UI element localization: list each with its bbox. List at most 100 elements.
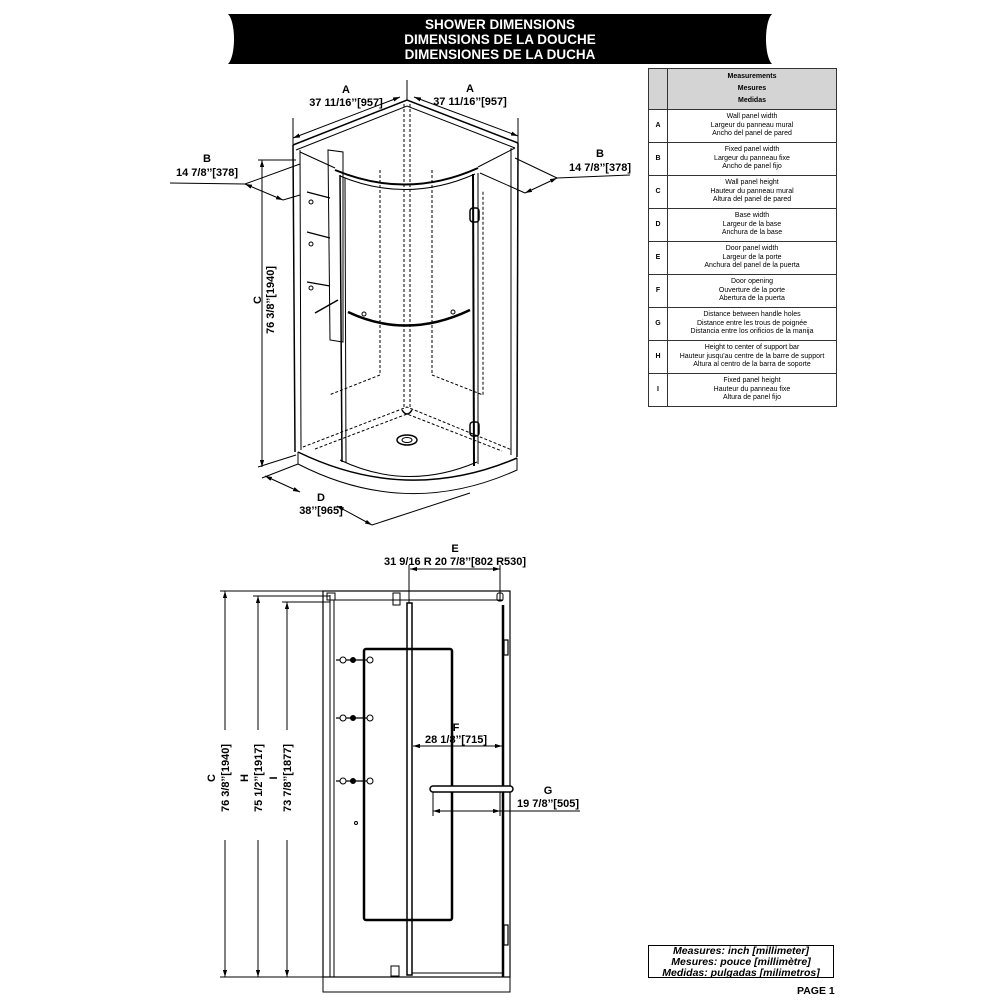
row-line: Door panel width [725, 245, 779, 253]
row-line: Altura al centro de la barra de soporte [693, 361, 811, 369]
dim-a-left-letter: A [342, 84, 350, 96]
header-cell: Measurements Mesures Medidas [667, 68, 837, 110]
row-line: Abertura de la puerta [719, 295, 785, 303]
dim-g-letter: G [544, 785, 553, 797]
row-line: Fixed panel height [723, 377, 781, 385]
row-line: Hauteur du panneau mural [710, 187, 794, 195]
dim-b-right-letter: B [596, 148, 604, 160]
row-line: Anchura del panel de la puerta [704, 262, 800, 270]
header-en: Measurements [727, 73, 777, 80]
row-line: Altura de panel fijo [723, 394, 781, 402]
row-line: Ancho del panel de pared [712, 130, 792, 138]
units-fr: Mesures: pouce [millimètre] [671, 956, 811, 968]
row-line: Anchura de la base [721, 229, 783, 237]
header-es: Medidas [737, 97, 766, 104]
row-letter: F [648, 274, 668, 308]
row-line: Largeur du panneau fixe [714, 154, 790, 162]
front-view [220, 565, 580, 993]
row-letter: G [648, 307, 668, 341]
row-line: Distance entre les trous de poignée [696, 319, 808, 327]
dim-c-front-value: 76 3/8’’[1940] [220, 744, 232, 812]
table-header-row: Measurements Mesures Medidas [648, 68, 837, 110]
row-line: Door opening [730, 278, 774, 286]
row-line: Distancia entre los orificios de la mani… [690, 328, 814, 336]
row-letter: C [648, 175, 668, 209]
row-line: Largeur du panneau mural [710, 121, 794, 129]
row-letter: E [648, 241, 668, 275]
row-line: Largeur de la porte [722, 253, 782, 261]
title-en: SHOWER DIMENSIONS [424, 17, 575, 32]
row-letter: I [648, 373, 668, 407]
row-line: Base width [734, 212, 770, 220]
units-es: Medidas: pulgadas [milimetros] [662, 967, 820, 979]
dim-a-right-value: 37 11/16’’[957] [433, 96, 507, 108]
row-line: Wall panel height [725, 179, 779, 187]
row-letter: A [648, 109, 668, 143]
dim-h-value: 75 1/2’’[1917] [253, 744, 265, 812]
dim-e-letter: E [451, 543, 458, 555]
dim-f-letter: F [453, 722, 460, 734]
row-line: Wall panel width [726, 113, 778, 121]
dim-b-right-value: 14 7/8’’[378] [569, 162, 631, 174]
header-blank-cell [648, 68, 668, 110]
dim-e-value: 31 9/16 R 20 7/8’’[802 R530] [384, 556, 526, 568]
units-en: Measures: inch [millimeter] [673, 945, 809, 957]
row-letter: H [648, 340, 668, 374]
row-line: Distance between handle holes [703, 311, 801, 319]
dim-f-value: 28 1/8’’[715] [425, 734, 487, 746]
banner-shape [228, 14, 772, 64]
header-fr: Mesures [737, 85, 767, 92]
row-letter: D [648, 208, 668, 242]
dim-c-front-letter: C [206, 774, 218, 782]
dim-c-iso-value: 76 3/8’’[1940] [265, 266, 277, 334]
title-banner: SHOWER DIMENSIONS DIMENSIONS DE LA DOUCH… [228, 14, 772, 64]
dim-a-left-value: 37 11/16’’[957] [309, 97, 383, 109]
dim-i-letter: I [268, 776, 280, 779]
c-label-bg [201, 730, 231, 840]
isometric-view [169, 80, 631, 526]
page-label: PAGE 1 [797, 985, 835, 997]
i-label-bg [264, 730, 294, 840]
row-line: Ouverture de la porte [718, 286, 786, 294]
dim-g-value: 19 7/8’’[505] [517, 798, 579, 810]
dim-b-left-value: 14 7/8’’[378] [176, 167, 238, 179]
h-label-bg [235, 730, 265, 840]
units-box: Measures: inch [millimeter] Mesures: pou… [648, 945, 834, 979]
row-line: Hauteur du panneau fixe [713, 385, 791, 393]
dim-a-right-letter: A [466, 83, 474, 95]
row-line: Altura del panel de pared [712, 196, 792, 204]
dim-d-letter: D [317, 492, 325, 504]
title-fr: DIMENSIONS DE LA DOUCHE [404, 32, 596, 47]
dim-i-value: 73 7/8’’[1877] [282, 744, 294, 812]
row-line: Ancho de panel fijo [722, 163, 782, 171]
row-letter: B [648, 142, 668, 176]
title-es: DIMENSIONES DE LA DUCHA [404, 47, 596, 62]
row-line: Fixed panel width [724, 146, 780, 154]
row-line: Largeur de la base [722, 220, 782, 228]
dim-b-left-letter: B [203, 153, 211, 165]
dim-c-iso-letter: C [252, 296, 264, 304]
row-line: Height to center of support bar [704, 344, 800, 352]
dim-h-letter: H [239, 774, 251, 782]
dim-d-value: 38’’[965] [299, 505, 343, 517]
